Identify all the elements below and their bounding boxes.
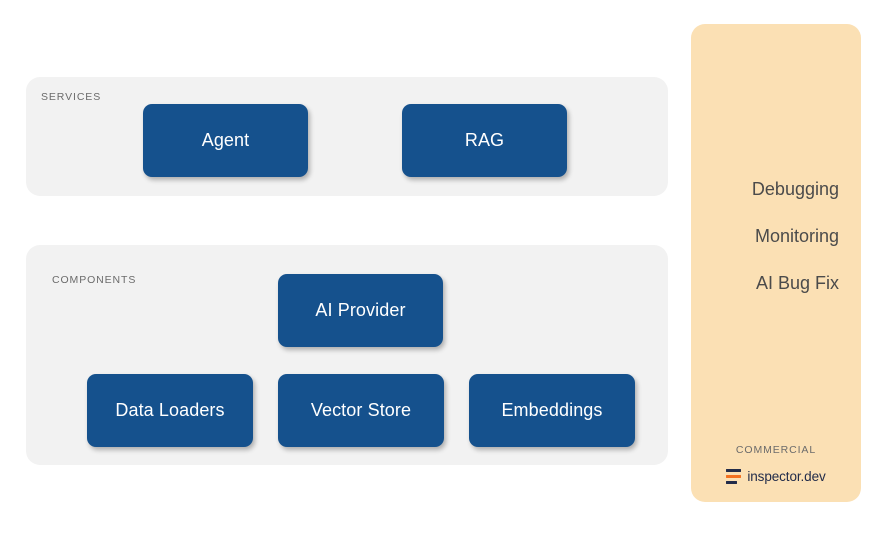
group-label-services: SERVICES <box>41 91 102 103</box>
logo-bar-accent <box>726 474 742 478</box>
commercial-sidebar: Debugging Monitoring AI Bug Fix COMMERCI… <box>691 24 861 502</box>
sidebar-feature-monitoring: Monitoring <box>754 226 839 246</box>
logo-bar-bottom <box>726 480 738 484</box>
sidebar-feature-list: Debugging Monitoring AI Bug Fix <box>752 179 839 294</box>
sidebar-footer: COMMERCIAL inspector.dev <box>691 443 861 484</box>
logo-bar-top <box>726 468 742 472</box>
group-panel-services: SERVICES <box>26 77 668 196</box>
group-label-components: COMPONENTS <box>52 274 137 286</box>
node-data-loaders[interactable]: Data Loaders <box>87 374 253 447</box>
node-rag[interactable]: RAG <box>402 104 567 177</box>
brand-name: inspector.dev <box>747 468 826 484</box>
sidebar-feature-debugging: Debugging <box>751 179 839 199</box>
node-agent[interactable]: Agent <box>143 104 308 177</box>
node-vector-store[interactable]: Vector Store <box>278 374 444 447</box>
brand-lockup[interactable]: inspector.dev <box>726 468 826 484</box>
node-embeddings[interactable]: Embeddings <box>469 374 635 447</box>
node-ai-provider[interactable]: AI Provider <box>278 274 443 347</box>
commercial-label: COMMERCIAL <box>735 443 817 456</box>
sidebar-feature-ai-bug-fix: AI Bug Fix <box>755 273 839 293</box>
inspector-logo-icon <box>726 468 742 484</box>
